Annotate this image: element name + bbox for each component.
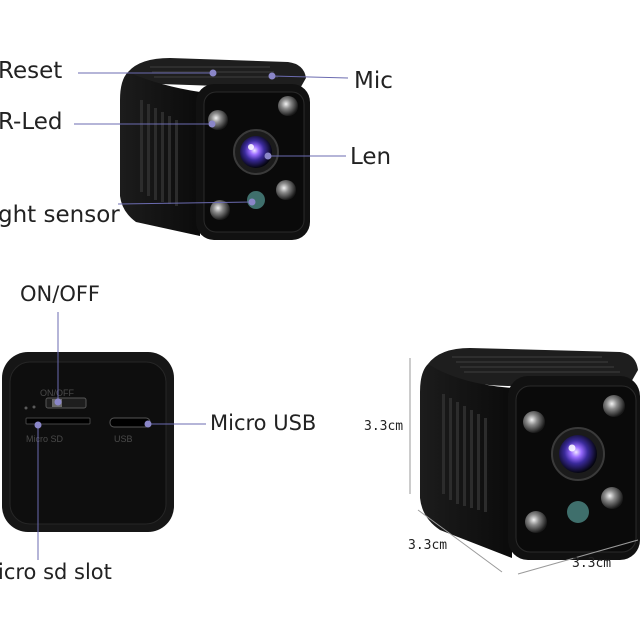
leader-lines-back [37,312,206,560]
dimension-width: 3.3cm [572,556,612,571]
mic-dot [268,72,276,80]
leader-lines-front [74,72,349,205]
embossed-usb: USB [114,434,133,444]
label-ir-led: R-Led [0,109,63,135]
camera-front-view [120,58,310,240]
micro-usb-dot [144,420,152,428]
embossed-micro-sd: Micro SD [26,434,64,444]
dimension-lines [409,358,639,575]
camera-back-view [2,352,174,532]
label-light-sensor: ght sensor [0,202,120,228]
on-off-dot [54,398,62,406]
label-micro-usb: Micro USB [210,411,317,435]
label-len: Len [350,144,392,170]
label-reset: Reset [0,58,63,84]
light-sensor-dot [248,198,256,206]
dimension-height: 3.3cm [364,419,404,434]
micro-sd-dot [34,421,42,429]
label-on-off: ON/OFF [20,282,101,306]
embossed-on-off: ON/OFF [40,388,74,398]
label-mic: Mic [354,68,393,94]
camera-dimension-view [420,348,640,560]
label-micro-sd-slot: icro sd slot [0,560,112,584]
ir-led-dot [208,120,216,128]
dimension-depth: 3.3cm [408,538,448,553]
reset-dot [209,69,217,77]
len-dot [264,152,272,160]
